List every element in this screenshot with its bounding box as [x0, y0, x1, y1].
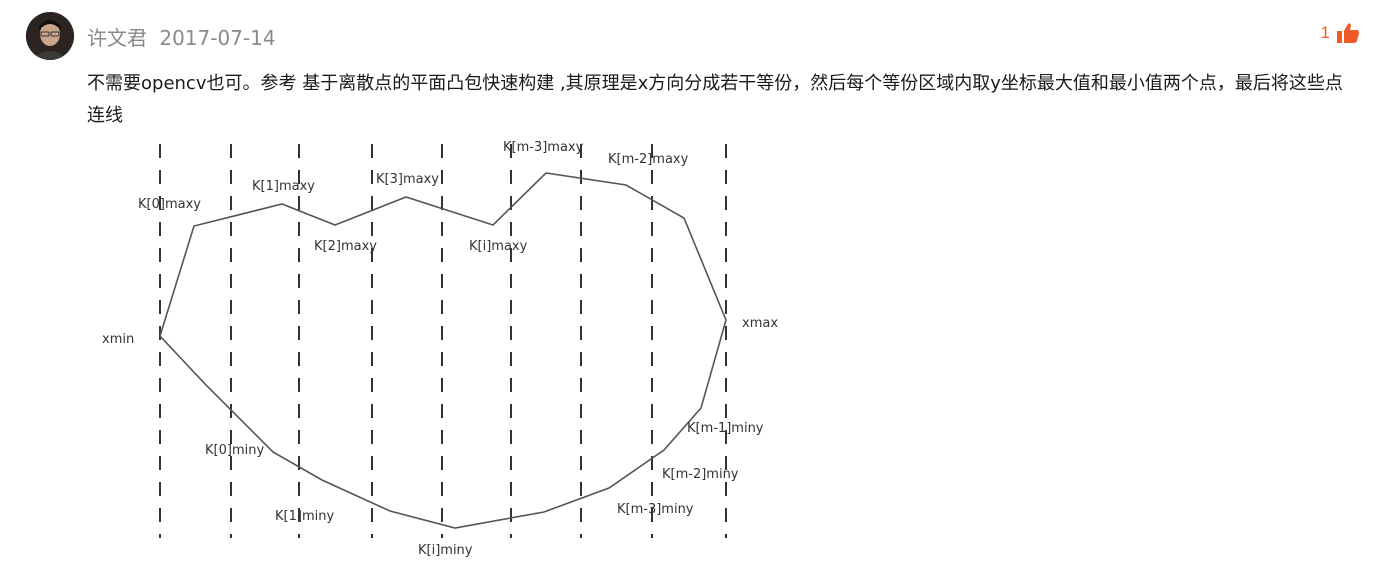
- label-xmin: xmin: [102, 332, 134, 347]
- dashed-divider-lines: [159, 144, 727, 538]
- hull-outline: [159, 172, 727, 529]
- label-km3-maxy: K[m-3]maxy: [503, 140, 584, 155]
- comment-date: 2017-07-14: [159, 26, 276, 50]
- author-name[interactable]: 许文君: [87, 26, 147, 50]
- label-ki-miny: K[i]miny: [418, 543, 473, 558]
- thumbs-up-icon: [1337, 23, 1359, 43]
- avatar-image: [26, 12, 74, 60]
- like-count: 1: [1320, 23, 1330, 42]
- comment-header: 许文君 2017-07-14: [87, 22, 276, 51]
- label-km1-miny: K[m-1]miny: [687, 421, 764, 436]
- label-k0-maxy: K[0]maxy: [138, 197, 201, 212]
- label-ki-maxy: K[i]maxy: [469, 239, 528, 254]
- label-k1-maxy: K[1]maxy: [252, 179, 315, 194]
- label-km2-maxy: K[m-2]maxy: [608, 152, 689, 167]
- label-k1-miny: K[1]miny: [275, 509, 334, 524]
- avatar[interactable]: [26, 12, 74, 60]
- label-k3-maxy: K[3]maxy: [376, 172, 439, 187]
- comment-body: 不需要opencv也可。参考 基于离散点的平面凸包快速构建 ,其原理是x方向分成…: [87, 73, 1343, 126]
- label-k2-maxy: K[2]maxy: [314, 239, 377, 254]
- like-button[interactable]: 1: [1321, 22, 1360, 44]
- label-km2-miny: K[m-2]miny: [662, 467, 739, 482]
- label-km3-miny: K[m-3]miny: [617, 502, 694, 517]
- label-k0-miny: K[0]miny: [205, 443, 264, 458]
- label-xmax: xmax: [742, 316, 778, 331]
- convex-hull-diagram: K[0]maxy K[1]maxy K[2]maxy K[3]maxy K[i]…: [102, 140, 778, 558]
